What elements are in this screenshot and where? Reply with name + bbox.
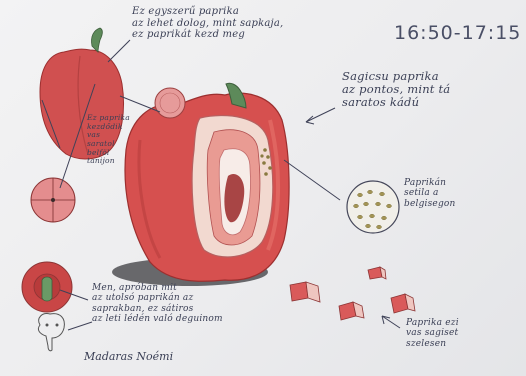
elephant-doodle (38, 314, 64, 351)
note-right-title: Sagicsu paprika az pontos, mint tá sarat… (342, 70, 450, 110)
note-cubes: Paprika ezi vas sagiset szelesen (406, 318, 459, 349)
pepper-slice-sketch (155, 88, 185, 118)
signature: Madaras Noémi (84, 350, 173, 363)
note-left-small: Ez paprika kezdődik vas saratol belföl t… (87, 114, 130, 166)
note-top-left: Ez egyszerű paprika az lehet dolog, mint… (132, 6, 283, 41)
pepper-cubes-sketch (290, 267, 415, 320)
note-bottom-center: Men, apróban mit az utolsó paprikán az s… (92, 283, 223, 324)
timestamp: 16:50-17:15 (394, 22, 521, 44)
note-seeds: Paprikán setila a belgisegon (404, 178, 456, 209)
